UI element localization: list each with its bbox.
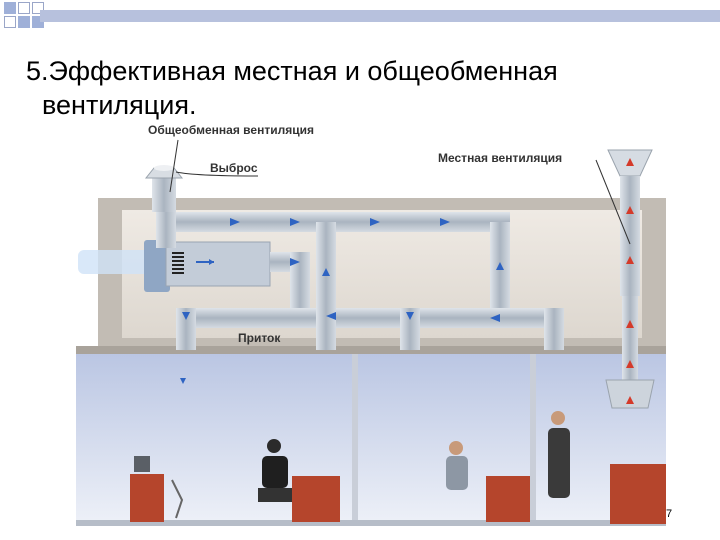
slide-title: 5.Эффективная местная и общеобменная вен… <box>26 54 696 122</box>
title-line-1: 5.Эффективная местная и общеобменная <box>26 56 558 86</box>
airflow-arrows <box>180 218 504 384</box>
supply-ducts <box>176 308 564 350</box>
person-body <box>548 428 570 498</box>
desk <box>486 476 530 522</box>
work-room <box>76 346 666 526</box>
label-supply: Приток <box>238 331 281 345</box>
title-line-2: вентиляция. <box>42 90 197 120</box>
desk <box>292 476 340 522</box>
deco-square <box>18 2 30 14</box>
person <box>267 439 281 453</box>
ceiling <box>76 346 666 354</box>
partition <box>530 354 536 526</box>
person-body <box>262 456 288 488</box>
local-ventilation-stack <box>605 149 655 409</box>
monitor <box>134 456 150 472</box>
chair <box>171 479 184 519</box>
header-bar <box>40 10 720 22</box>
leader-line <box>169 139 179 193</box>
desk <box>130 474 164 522</box>
deco-square <box>4 2 16 14</box>
label-general-ventilation: Общеобменная вентиляция <box>148 123 314 137</box>
label-local-ventilation: Местная вентиляция <box>438 151 562 165</box>
deco-square <box>4 16 16 28</box>
local-exhaust-arrows <box>626 158 634 404</box>
lab-table <box>610 464 666 524</box>
page-number: 7 <box>666 508 673 520</box>
person-body <box>446 456 468 490</box>
office-scene <box>130 411 666 524</box>
floor <box>76 520 666 526</box>
leader-line <box>175 171 259 177</box>
partition <box>352 354 358 526</box>
header-decoration <box>0 0 720 32</box>
leader-line <box>595 159 631 245</box>
exhaust-cap <box>144 165 184 212</box>
standing-person <box>551 411 565 425</box>
label-exhaust: Выброс <box>210 161 258 175</box>
air-handling-unit <box>78 240 271 292</box>
deco-square <box>18 16 30 28</box>
chair <box>258 488 292 502</box>
person <box>449 441 463 455</box>
